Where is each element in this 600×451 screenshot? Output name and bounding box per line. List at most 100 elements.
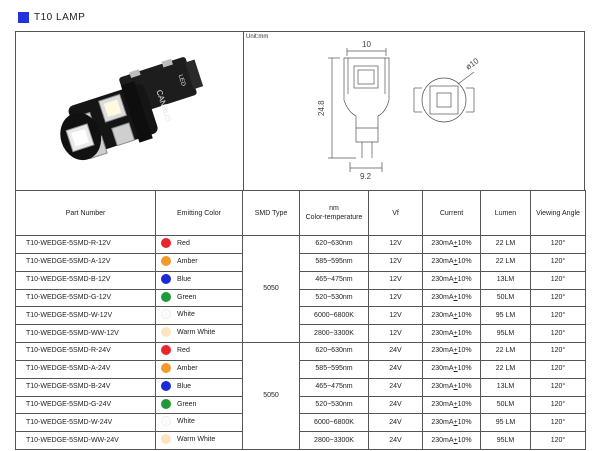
vf-cell: 24V	[368, 395, 423, 415]
viewing-angle-cell: 120°	[530, 306, 586, 326]
color-temperature-cell: 620~630nm	[299, 342, 369, 361]
product-photo: CANBUS LED	[16, 32, 244, 191]
emitting-color-cell: White	[155, 413, 243, 433]
color-dot-icon	[161, 238, 171, 248]
part-number-cell: T10-WEDGE-5SMD-G-12V	[15, 288, 156, 308]
lumen-cell: 22 LM	[480, 342, 531, 361]
viewing-angle-cell: 120°	[530, 342, 586, 361]
color-name: White	[177, 311, 195, 319]
dimension-top-label: 10	[362, 40, 371, 49]
dimension-height-label: 24.8	[317, 100, 326, 116]
emitting-color-cell: Warm White	[155, 324, 243, 344]
part-number-cell: T10-WEDGE-5SMD-W-12V	[15, 306, 156, 326]
lumen-cell: 50LM	[480, 395, 531, 415]
vf-cell: 24V	[368, 413, 423, 433]
color-temperature-cell: 520~530nm	[299, 288, 369, 308]
color-dot-icon	[161, 273, 171, 284]
color-temperature-cell: 520~530nm	[299, 395, 369, 415]
part-number-cell: T10-WEDGE-5SMD-B-12V	[15, 270, 156, 290]
led-bulb-image: CANBUS LED	[60, 57, 204, 161]
color-temperature-cell: 585~595nm	[299, 359, 369, 379]
header-current: Current	[422, 190, 481, 236]
dimension-bottom-label: 9.2	[360, 172, 372, 181]
vf-cell: 12V	[368, 306, 423, 326]
current-cell: 230mA+10%	[422, 252, 481, 272]
color-name: Green	[177, 400, 197, 408]
svg-text:LED: LED	[177, 74, 187, 88]
header-part-number: Part Number	[15, 190, 156, 236]
dimension-diameter-label: ø10	[464, 56, 481, 72]
lumen-cell: 95LM	[480, 431, 531, 451]
emitting-color-cell: Amber	[155, 359, 243, 379]
lumen-cell: 13LM	[480, 270, 531, 290]
color-temperature-cell: 465~475nm	[299, 270, 369, 290]
color-name: Red	[177, 347, 190, 355]
color-temperature-cell: 2800~3300K	[299, 431, 369, 451]
header-square-icon	[18, 11, 29, 23]
current-cell: 230mA+10%	[422, 431, 481, 451]
vf-cell: 12V	[368, 324, 423, 344]
viewing-angle-cell: 120°	[530, 377, 586, 397]
current-cell: 230mA+10%	[422, 288, 481, 308]
emitting-color-cell: Blue	[155, 377, 243, 397]
emitting-color-cell: Warm White	[155, 431, 243, 451]
part-number-cell: T10-WEDGE-5SMD-WW-12V	[15, 324, 156, 344]
dimension-drawing: Unit:mm	[244, 32, 584, 191]
current-cell: 230mA+10%	[422, 306, 481, 326]
page-header: T10 LAMP	[18, 10, 85, 24]
color-name: Blue	[177, 382, 192, 390]
product-overview: CANBUS LED Unit:mm	[15, 31, 585, 191]
smd-type-cell: 5050	[242, 234, 300, 344]
color-dot-icon	[161, 327, 171, 338]
viewing-angle-cell: 120°	[530, 235, 586, 254]
viewing-angle-cell: 120°	[530, 395, 586, 415]
viewing-angle-cell: 120°	[530, 359, 586, 379]
viewing-angle-cell: 120°	[530, 252, 586, 272]
color-dot-icon	[161, 255, 171, 266]
emitting-color-cell: Green	[155, 395, 243, 415]
color-name: White	[177, 418, 195, 426]
lumen-cell: 50LM	[480, 288, 531, 308]
emitting-color-cell: Red	[155, 235, 243, 254]
header-smd-type: SMD Type	[242, 190, 300, 236]
emitting-color-cell: Amber	[155, 252, 243, 272]
part-number-cell: T10-WEDGE-5SMD-WW-24V	[15, 431, 156, 451]
vf-cell: 12V	[368, 235, 423, 254]
color-name: Warm White	[177, 329, 216, 337]
color-temperature-cell: 620~630nm	[299, 235, 369, 254]
current-cell: 230mA+10%	[422, 413, 481, 433]
color-dot-icon	[161, 309, 171, 320]
lumen-cell: 22 LM	[480, 359, 531, 379]
vf-cell: 24V	[368, 342, 423, 361]
color-dot-icon	[161, 380, 171, 391]
color-name: Amber	[177, 364, 198, 372]
current-cell: 230mA+10%	[422, 235, 481, 254]
color-dot-icon	[161, 362, 171, 373]
current-cell: 230mA+10%	[422, 324, 481, 344]
current-cell: 230mA+10%	[422, 359, 481, 379]
vf-cell: 12V	[368, 270, 423, 290]
current-cell: 230mA+10%	[422, 377, 481, 397]
smd-type-cell: 5050	[242, 342, 300, 451]
color-temperature-cell: 6000~6800K	[299, 306, 369, 326]
part-number-cell: T10-WEDGE-5SMD-W-24V	[15, 413, 156, 433]
color-dot-icon	[161, 434, 171, 445]
viewing-angle-cell: 120°	[530, 431, 586, 451]
lumen-cell: 22 LM	[480, 235, 531, 254]
emitting-color-cell: Green	[155, 288, 243, 308]
color-temperature-cell: 585~595nm	[299, 252, 369, 272]
color-dot-icon	[161, 416, 171, 427]
vf-cell: 24V	[368, 377, 423, 397]
